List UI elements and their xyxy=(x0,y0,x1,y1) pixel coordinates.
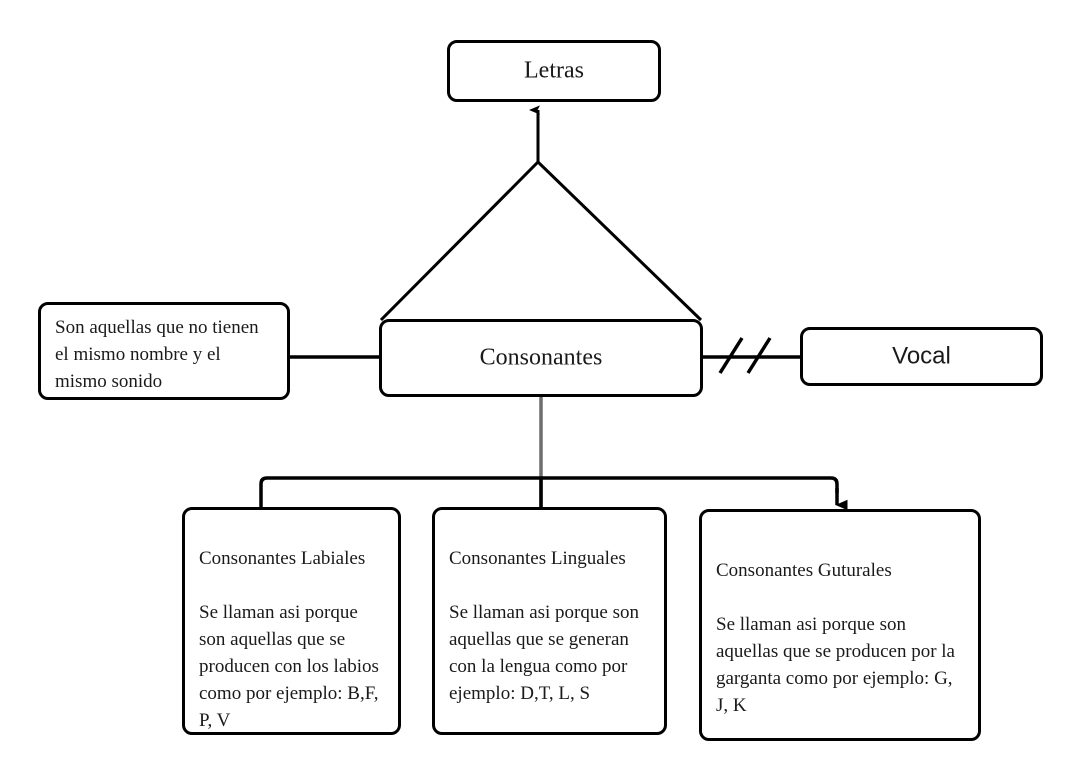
node-consonantes-linguales[interactable]: Consonantes Linguales Se llaman asi porq… xyxy=(432,507,667,735)
node-consonantes-guturales-label: Consonantes Guturales Se llaman asi porq… xyxy=(716,560,955,716)
node-vocal[interactable]: Vocal xyxy=(800,327,1043,386)
edge-consonantes-to-vocal xyxy=(701,337,802,374)
node-definicion-label: Son aquellas que no tienen el mismo nomb… xyxy=(55,317,264,392)
node-vocal-label: Vocal xyxy=(892,342,951,370)
node-consonantes-label: Consonantes xyxy=(479,344,603,371)
edge-consonantes-to-letras xyxy=(379,105,703,322)
node-letras[interactable]: Letras xyxy=(447,40,661,102)
node-definicion[interactable]: Son aquellas que no tienen el mismo nomb… xyxy=(38,302,290,400)
node-consonantes-linguales-label: Consonantes Linguales Se llaman asi porq… xyxy=(449,548,639,704)
node-consonantes-guturales[interactable]: Consonantes Guturales Se llaman asi porq… xyxy=(699,509,981,741)
node-consonantes[interactable]: Consonantes xyxy=(379,319,703,397)
node-consonantes-labiales-label: Consonantes Labiales Se llaman asi porqu… xyxy=(199,548,379,731)
node-consonantes-labiales[interactable]: Consonantes Labiales Se llaman asi porqu… xyxy=(182,507,401,735)
edge-consonantes-to-children-bus xyxy=(259,397,848,511)
node-letras-label: Letras xyxy=(524,57,584,84)
